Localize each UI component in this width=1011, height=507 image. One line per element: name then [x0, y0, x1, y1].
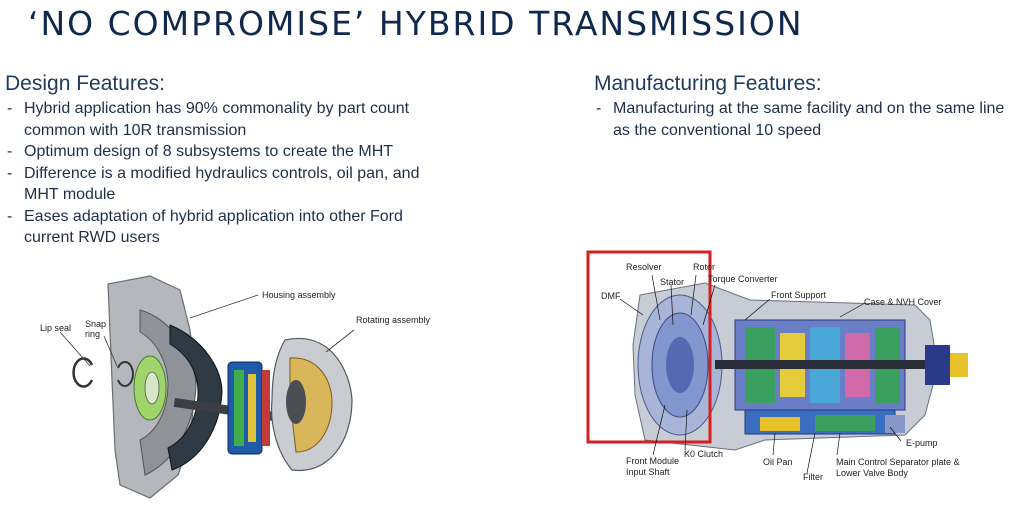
label-rotor: Rotor — [693, 262, 716, 272]
label-lower-valve-body: Lower Valve Body — [836, 468, 908, 478]
label-case-nvh-cover: Case & NVH Cover — [864, 297, 942, 307]
list-item: Optimum design of 8 subsystems to create… — [5, 141, 430, 163]
list-item: Hybrid application has 90% commonality b… — [5, 98, 430, 141]
label-e-pump: E-pump — [906, 438, 938, 448]
manufacturing-features-list: Manufacturing at the same facility and o… — [594, 98, 1006, 141]
label-housing-assembly: Housing assembly — [262, 290, 336, 300]
label-k0-clutch: K0 Clutch — [684, 449, 724, 459]
design-features-list: Hybrid application has 90% commonality b… — [5, 98, 430, 249]
label-torque-converter: Torque Converter — [708, 274, 778, 284]
page-title: ‘NO COMPROMISE’ HYBRID TRANSMISSION — [28, 4, 804, 43]
label-stator: Stator — [660, 277, 685, 287]
list-item: Eases adaptation of hybrid application i… — [5, 206, 430, 249]
label-front-module: Front Module — [626, 456, 680, 466]
list-item: Difference is a modified hydraulics cont… — [5, 163, 430, 206]
label-rotating-assembly: Rotating assembly — [356, 315, 431, 325]
hybrid-module-exploded-illustration — [59, 275, 355, 499]
transmission-cutaway-illustration — [586, 250, 968, 474]
label-resolver: Resolver — [626, 262, 662, 272]
label-filter: Filter — [803, 472, 823, 482]
label-oil-pan: Oil Pan — [763, 457, 793, 467]
label-front-support: Front Support — [771, 290, 827, 300]
list-item: Manufacturing at the same facility and o… — [594, 98, 1006, 141]
label-lip-seal: Lip seal — [40, 323, 72, 333]
label-separator-plate: Main Control Separator plate & — [836, 457, 960, 467]
manufacturing-features-heading: Manufacturing Features: — [594, 72, 822, 95]
label-snap-ring: Snap ring — [85, 319, 107, 339]
label-dmf: DMF — [601, 291, 621, 301]
label-input-shaft: Input Shaft — [626, 467, 670, 477]
design-features-heading: Design Features: — [5, 72, 165, 95]
